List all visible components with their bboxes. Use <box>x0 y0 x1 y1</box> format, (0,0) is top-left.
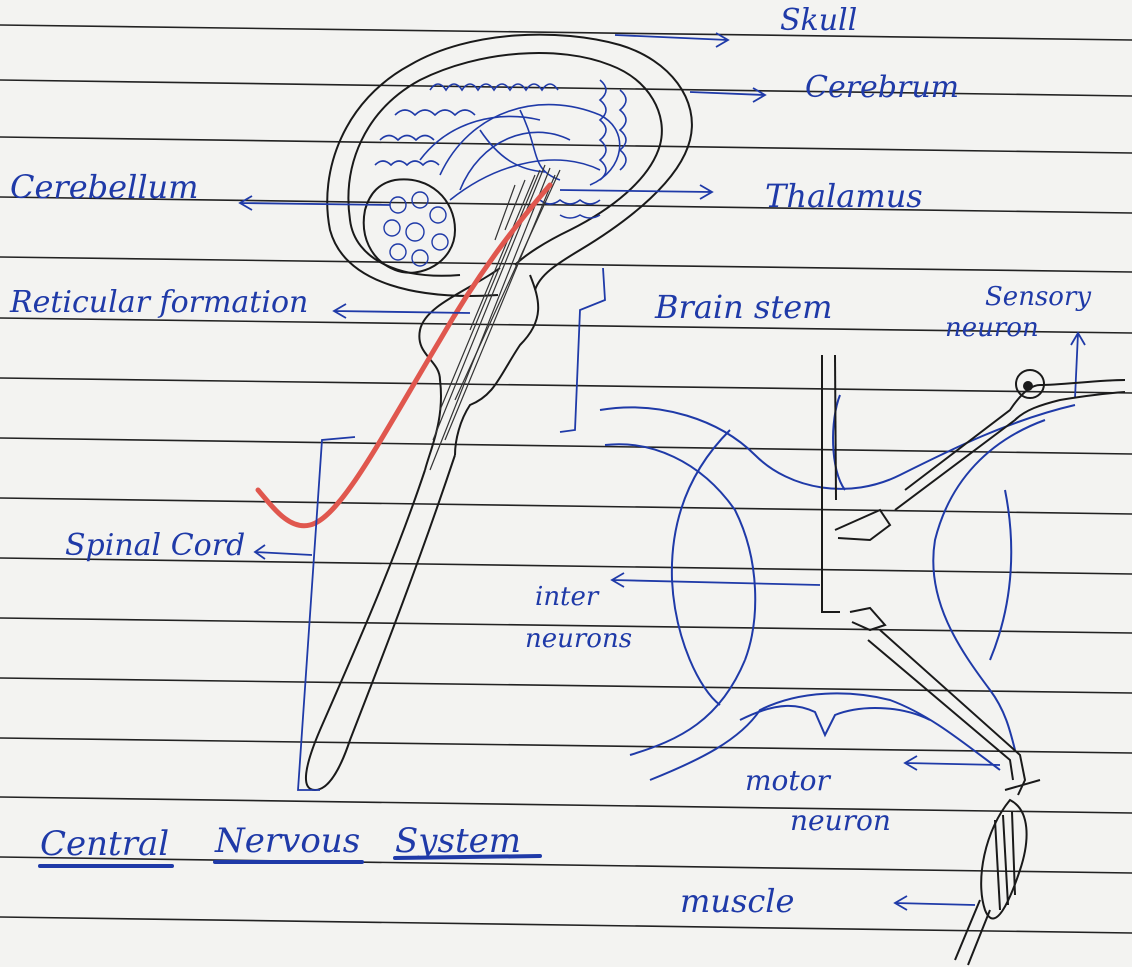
label-brain-stem: Brain stem <box>654 288 832 326</box>
label-motor: motor <box>745 764 832 797</box>
label-thalamus: Thalamus <box>765 177 923 215</box>
label-sensory-neuron: neuron <box>945 313 1039 343</box>
title-word-central: Central <box>40 824 169 864</box>
label-reticular-formation: Reticular formation <box>9 285 308 320</box>
brain-stem-outline <box>419 268 500 470</box>
skull-outline <box>327 35 692 296</box>
sensory-neuron-pointer <box>1071 333 1085 398</box>
pointer-lines <box>240 33 1085 910</box>
title-word-nervous: Nervous <box>214 821 360 861</box>
brain-drawing <box>306 35 692 790</box>
reticular-formation-hatch <box>430 165 560 470</box>
label-spinal-cord: Spinal Cord <box>65 528 245 563</box>
cerebellum-outline <box>364 179 455 272</box>
label-neurons: neurons <box>525 624 632 654</box>
label-cerebrum: Cerebrum <box>805 70 959 105</box>
reticular-pointer <box>334 304 470 318</box>
label-cerebellum: Cerebellum <box>10 168 199 206</box>
label-inter: inter <box>535 582 600 612</box>
label-motor-neuron: neuron <box>790 804 891 837</box>
label-sensory: Sensory <box>985 282 1091 312</box>
label-skull: Skull <box>780 3 857 38</box>
muscle-pointer <box>895 896 975 910</box>
label-muscle: muscle <box>680 882 794 920</box>
interneuron-pointer <box>612 573 820 587</box>
thalamus-pointer <box>560 185 712 199</box>
red-check-mark <box>258 185 550 526</box>
diagram-title: Central Nervous System <box>40 821 540 866</box>
spinal-cord-pointer <box>255 545 312 559</box>
brain-stem-bracket <box>560 268 605 432</box>
reflex-arc <box>822 355 1125 965</box>
